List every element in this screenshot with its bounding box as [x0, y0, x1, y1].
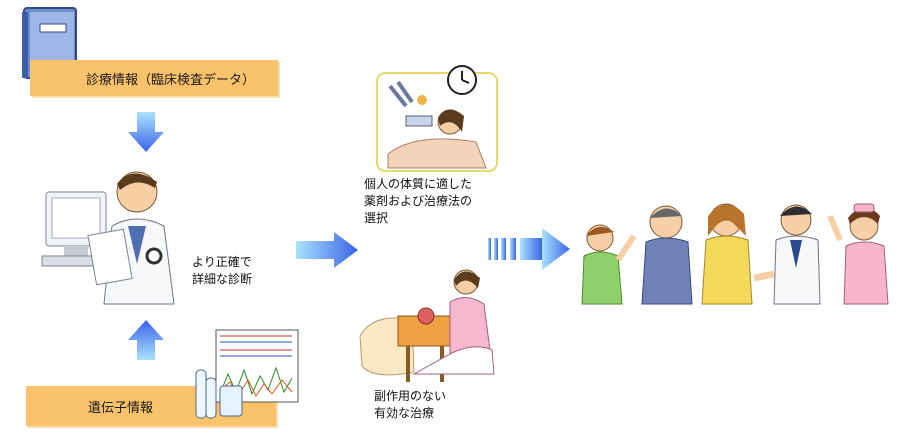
clinical-info-label: 診療情報（臨床検査データ） — [30, 60, 278, 96]
treatment-text: 副作用のない 有効な治療 — [374, 389, 447, 420]
right-arrow-icon — [296, 232, 358, 268]
diagnosis-text: より正確で 詳細な診断 — [192, 255, 253, 286]
down-arrow-icon — [128, 112, 164, 152]
doctor-icon — [41, 171, 175, 305]
dna-chart-icon — [195, 329, 299, 419]
drug-selection-text: 個人の体質に適した 薬剤および治療法の 選択 — [364, 177, 473, 225]
patient-eating-icon — [359, 269, 495, 382]
happy-group-icon — [581, 203, 889, 305]
clock-icon — [447, 65, 477, 95]
striped-arrow-icon — [488, 228, 570, 270]
patient-iv-icon — [376, 72, 498, 172]
up-arrow-icon — [128, 320, 164, 360]
